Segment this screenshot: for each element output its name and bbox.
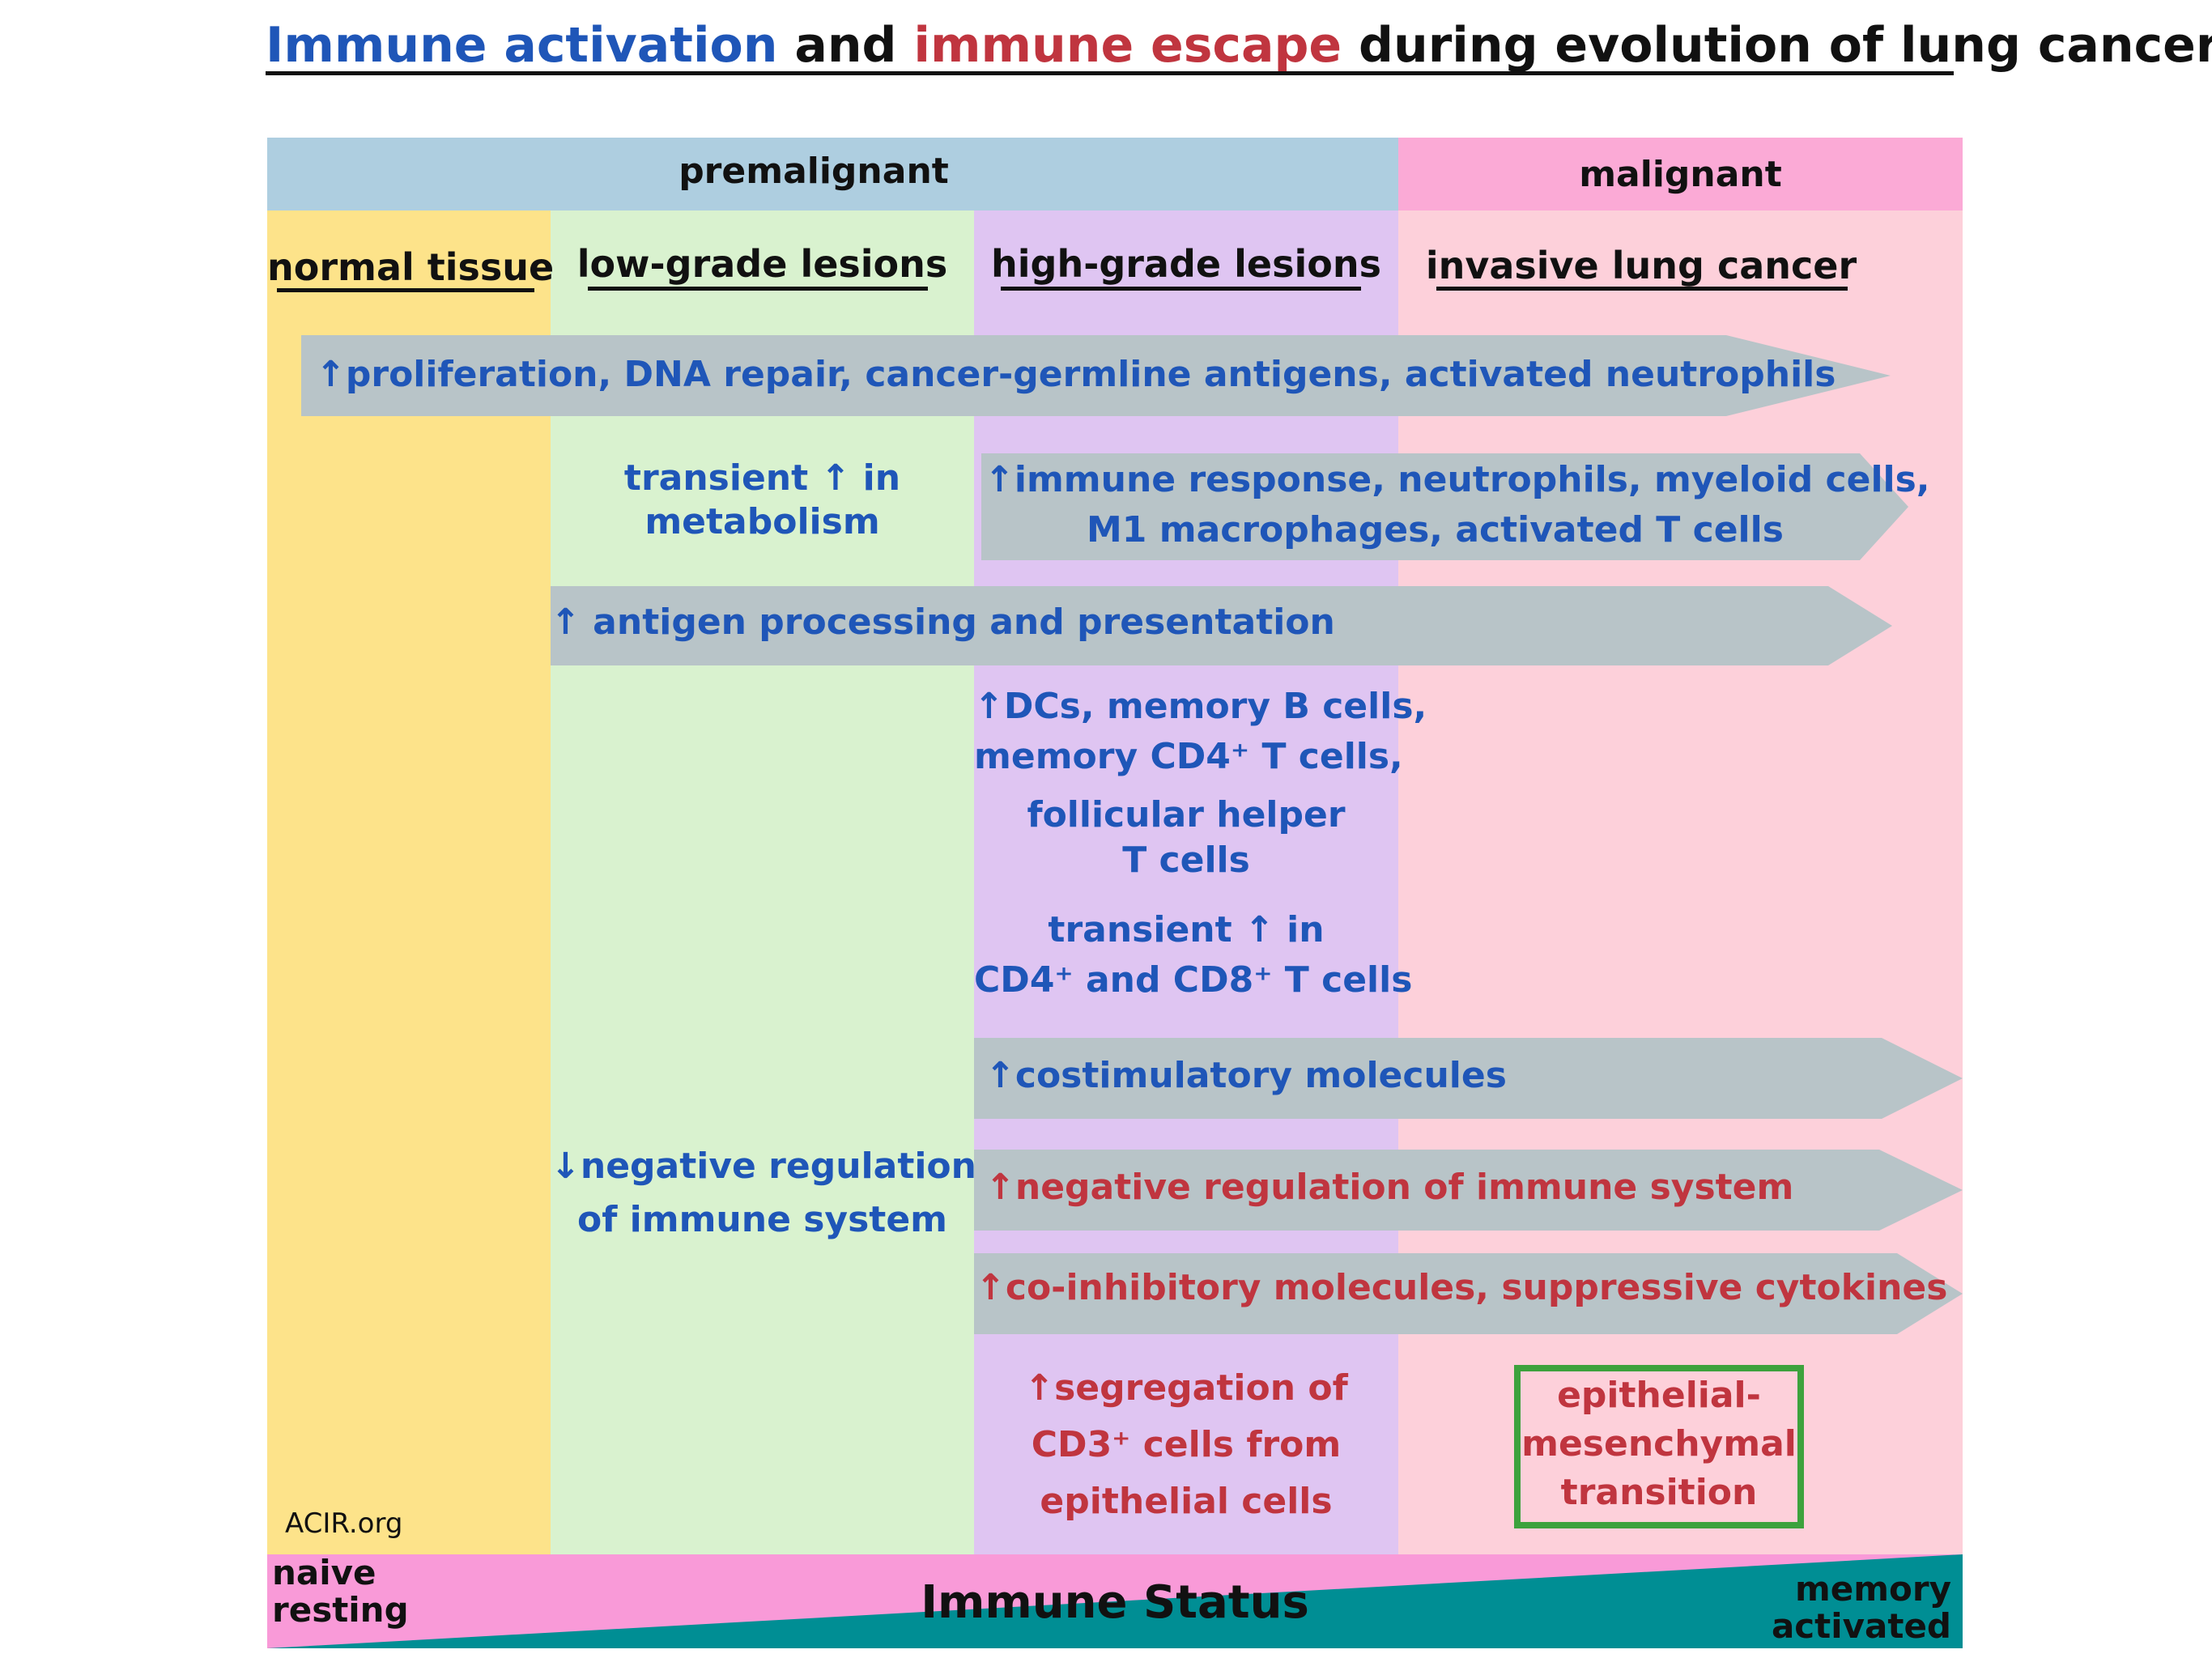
arrow-immune-response: ↑immune response, neutrophils, myeloid c… xyxy=(981,453,1930,560)
arrow-costimulatory: ↑costimulatory molecules xyxy=(974,1038,1963,1119)
arrow-negative-regulation: ↑negative regulation of immune system xyxy=(974,1150,1963,1231)
emt-line1: epithelial- xyxy=(1557,1375,1761,1416)
dcs-line1: ↑DCs, memory B cells, xyxy=(974,686,1427,727)
arrow-immune-response-line1: ↑immune response, neutrophils, myeloid c… xyxy=(985,459,1930,500)
title-and: and xyxy=(777,17,914,74)
heading-high-grade-underline xyxy=(1001,287,1361,291)
credit-text: ACIR.org xyxy=(285,1507,403,1540)
heading-low-grade-underline xyxy=(588,287,928,291)
immune-status-naive: naive resting xyxy=(272,1554,409,1629)
column-normal-tissue xyxy=(267,210,551,1554)
segregation-line1: ↑segregation of xyxy=(1024,1367,1348,1409)
diagram-title: Immune activation and immune escape duri… xyxy=(266,16,2212,74)
negative-regulation-down-line2: of immune system xyxy=(576,1199,948,1240)
negative-regulation-down-text: ↓negative regulation of immune system xyxy=(551,1141,976,1245)
immune-status-bar xyxy=(267,1554,1963,1648)
malignant-label: malignant xyxy=(1579,154,1782,195)
arrow-negative-regulation-text: ↑negative regulation of immune system xyxy=(985,1167,1794,1208)
arrow-costimulatory-text: ↑costimulatory molecules xyxy=(985,1055,1507,1096)
arrow-proliferation: ↑proliferation, DNA repair, cancer-germl… xyxy=(301,335,1891,416)
immune-status-shape xyxy=(267,1554,1963,1648)
heading-high-grade: high-grade lesions xyxy=(991,242,1381,286)
immune-status-memory-line2: activated xyxy=(1771,1606,1951,1646)
metabolism-text: transient ↑ in metabolism xyxy=(551,453,974,547)
dcs-line2: memory CD4⁺ T cells, xyxy=(974,736,1403,777)
arrow-immune-response-shape xyxy=(981,453,1908,560)
column-low-grade xyxy=(551,210,974,1554)
arrow-antigen-processing: ↑ antigen processing and presentation xyxy=(551,586,1892,665)
heading-invasive-underline xyxy=(1436,287,1848,291)
emt-box xyxy=(1514,1365,1804,1528)
immune-status-memory: memory activated xyxy=(1725,1571,1951,1645)
premalignant-band xyxy=(267,138,1398,210)
emt-text: epithelial- mesenchymal transition xyxy=(1514,1371,1804,1517)
negative-regulation-down-line1: ↓negative regulation xyxy=(551,1146,976,1187)
dcs-line3: follicular helper xyxy=(1027,794,1346,835)
heading-normal-tissue-underline xyxy=(277,288,534,292)
emt-line3: transition xyxy=(1560,1472,1758,1513)
arrow-proliferation-shape xyxy=(301,335,1891,416)
cd4-cd8-line1: transient ↑ in xyxy=(1048,909,1325,950)
title-immune-activation: Immune activation xyxy=(266,17,778,74)
segregation-text: ↑segregation of CD3⁺ cells from epitheli… xyxy=(974,1363,1398,1527)
immune-status-naive-line2: resting xyxy=(272,1590,409,1630)
arrow-proliferation-text: ↑proliferation, DNA repair, cancer-germl… xyxy=(316,354,1836,395)
emt-line2: mesenchymal xyxy=(1521,1423,1797,1465)
arrow-negative-regulation-shape xyxy=(974,1150,1963,1231)
segregation-line3: epithelial cells xyxy=(1040,1481,1333,1522)
arrow-co-inhibitory: ↑co-inhibitory molecules, suppressive cy… xyxy=(974,1253,1963,1334)
premalignant-label: premalignant xyxy=(678,151,949,192)
dcs-text: ↑DCs, memory B cells, memory CD4⁺ T cell… xyxy=(974,682,1427,886)
title-underline xyxy=(266,71,1954,75)
heading-invasive: invasive lung cancer xyxy=(1425,244,1857,287)
metabolism-line1: transient ↑ in xyxy=(623,457,901,499)
title-immune-escape: immune escape xyxy=(913,17,1342,74)
heading-low-grade: low-grade lesions xyxy=(576,242,948,286)
title-rest: during evolution of lung cancer xyxy=(1342,17,2212,74)
segregation-line2: CD3⁺ cells from xyxy=(1031,1424,1342,1465)
malignant-band xyxy=(1398,138,1963,210)
arrow-antigen-processing-text: ↑ antigen processing and presentation xyxy=(551,602,1335,643)
arrow-co-inhibitory-shape xyxy=(974,1253,1963,1334)
immune-status-naive-line1: naive xyxy=(272,1553,376,1592)
metabolism-line2: metabolism xyxy=(644,501,880,542)
immune-status-memory-line1: memory xyxy=(1795,1569,1951,1609)
arrow-immune-response-line2: M1 macrophages, activated T cells xyxy=(1087,509,1784,551)
arrow-costimulatory-shape xyxy=(974,1038,1963,1119)
arrow-antigen-processing-shape xyxy=(551,586,1892,665)
immune-status-label: Immune Status xyxy=(921,1576,1309,1629)
cd4-cd8-text: transient ↑ in CD4⁺ and CD8⁺ T cells xyxy=(974,905,1413,1005)
cd4-cd8-line2: CD4⁺ and CD8⁺ T cells xyxy=(974,959,1413,1001)
arrow-co-inhibitory-text: ↑co-inhibitory molecules, suppressive cy… xyxy=(976,1267,1948,1308)
dcs-line4: T cells xyxy=(1122,840,1250,881)
heading-normal-tissue: normal tissue xyxy=(267,245,555,289)
